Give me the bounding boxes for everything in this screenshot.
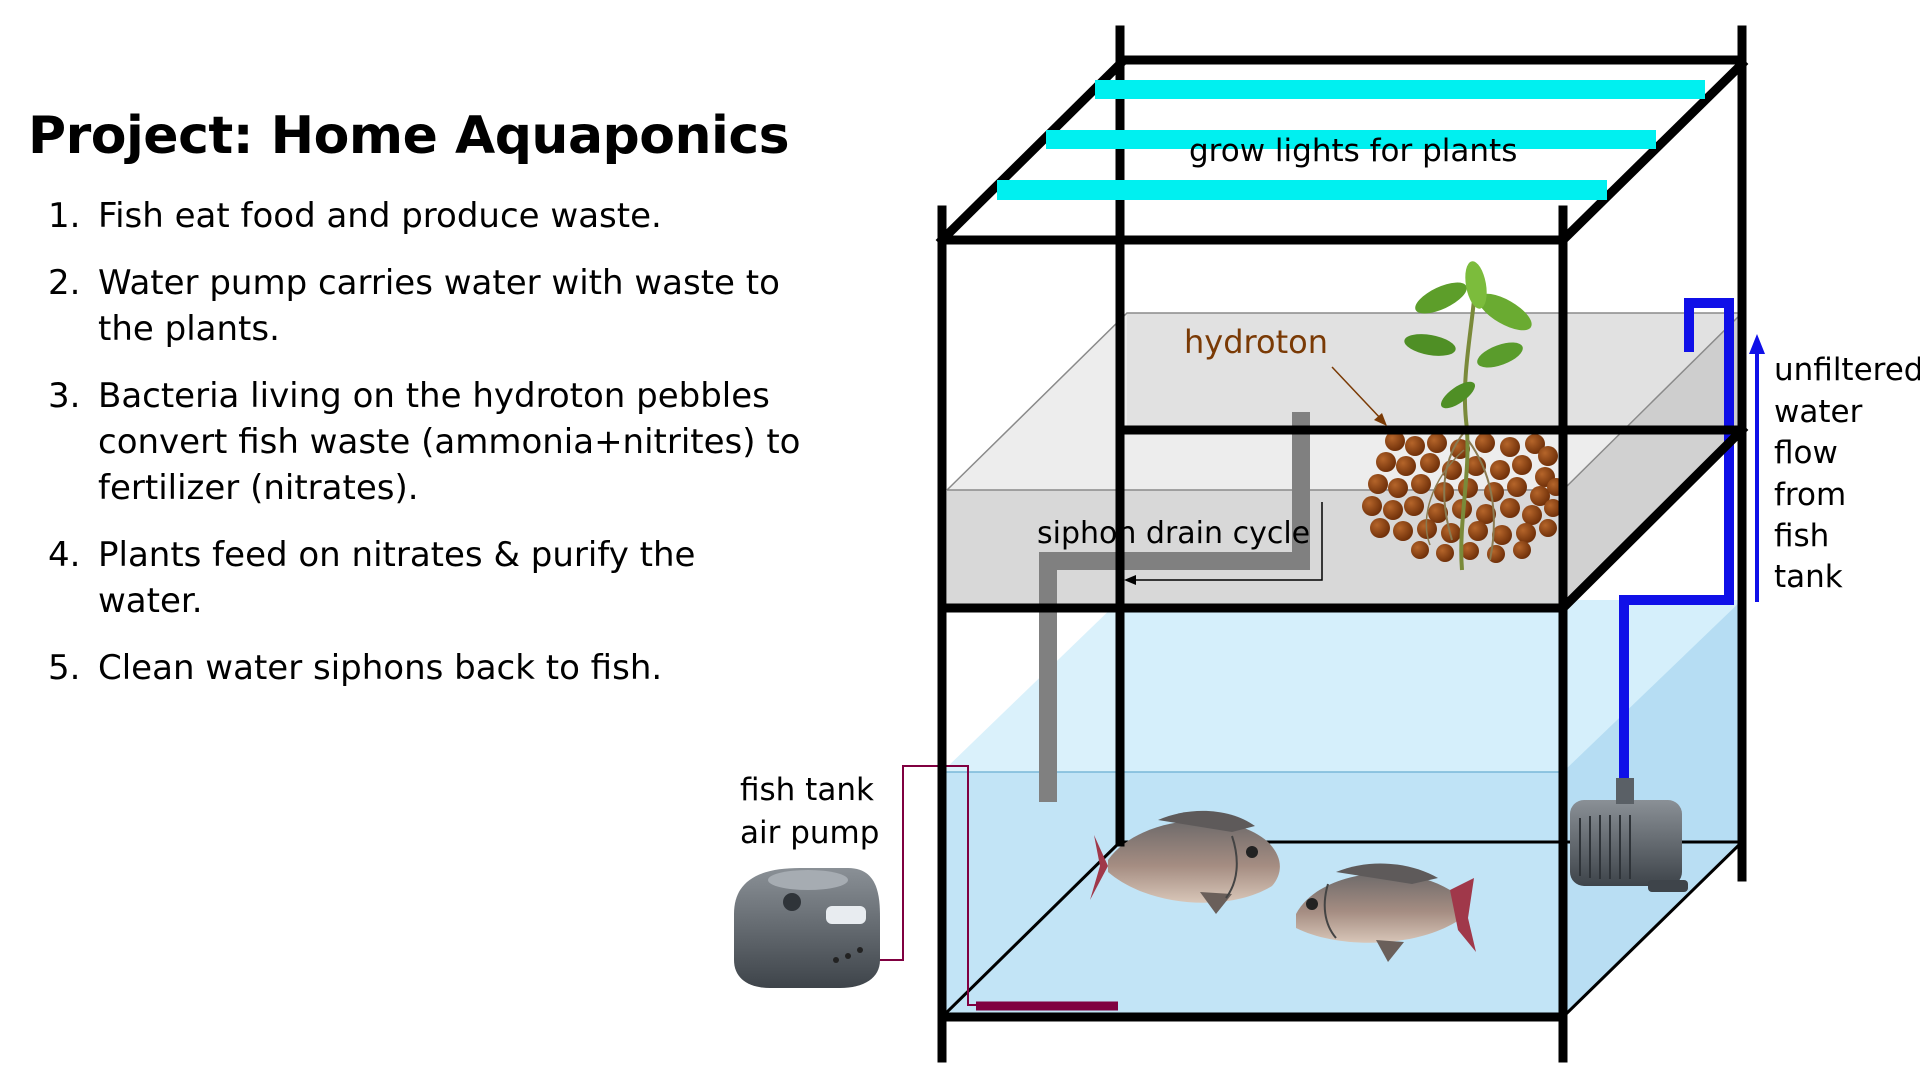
grow-bed-side-face <box>1563 313 1742 608</box>
step-text: Clean water siphons back to fish. <box>98 648 663 688</box>
air-pump-label-line: air pump <box>740 815 879 851</box>
step-number: 1. <box>48 196 81 236</box>
water-pump <box>1570 778 1688 892</box>
fish-1 <box>1090 810 1280 914</box>
page-title: Project: Home Aquaponics <box>28 106 790 166</box>
flow-label-line: tank <box>1774 559 1843 595</box>
step-number: 5. <box>48 648 81 688</box>
flow-label-line: from <box>1774 477 1846 513</box>
hydroton-label: hydroton <box>1184 323 1328 361</box>
siphon-flow-arrow <box>1132 502 1323 581</box>
step-item: 5. Clean water siphons back to fish. <box>48 645 808 691</box>
grow-bed-front-face <box>947 490 1563 608</box>
hydroton-pointer-line <box>1331 366 1383 421</box>
step-item: 3. Bacteria living on the hydroton pebbl… <box>48 373 808 511</box>
air-pump <box>734 868 880 988</box>
plant-seedling <box>1404 261 1532 571</box>
fish-2 <box>1296 863 1476 962</box>
hydroton-pointer-head <box>1374 413 1387 426</box>
pump-pipe <box>1619 298 1734 778</box>
flow-label-line: unfiltered <box>1774 352 1920 388</box>
step-number: 4. <box>48 535 81 575</box>
steps-list: 1. Fish eat food and produce waste. 2. W… <box>48 193 808 712</box>
fish-tank-water <box>940 600 1744 1019</box>
air-line <box>872 765 976 1006</box>
flow-label-line: water <box>1774 394 1863 430</box>
siphon-arrowhead <box>1124 575 1136 585</box>
tank-bottom-right-edge <box>1561 840 1744 1019</box>
grow-light-bar <box>1095 80 1705 99</box>
water-top-surface <box>942 600 1742 772</box>
flow-label-line: flow <box>1774 435 1838 471</box>
siphon-pipe <box>1039 412 1310 802</box>
air-pump-label-line: fish tank <box>740 772 874 808</box>
rack-frame <box>935 25 1749 1063</box>
flow-label: unfiltered water flow from fish tank <box>1774 352 1920 595</box>
siphon-label: siphon drain cycle <box>1037 516 1310 551</box>
step-text: Bacteria living on the hydroton pebbles … <box>98 376 801 508</box>
grow-light-bar <box>1046 130 1656 149</box>
step-number: 2. <box>48 263 81 303</box>
grow-lights <box>997 80 1705 200</box>
step-item: 1. Fish eat food and produce waste. <box>48 193 808 239</box>
step-text: Fish eat food and produce waste. <box>98 196 662 236</box>
hydroton-pebbles <box>1362 431 1565 563</box>
tank-bottom-left-edge <box>940 840 1122 1019</box>
flow-label-line: fish <box>1774 518 1829 554</box>
flow-arrow-head <box>1749 334 1765 354</box>
step-item: 2. Water pump carries water with waste t… <box>48 260 808 352</box>
air-pump-label: fish tank air pump <box>740 772 884 851</box>
step-text: Plants feed on nitrates & purify the wat… <box>98 535 696 621</box>
grow-light-bar <box>997 180 1607 200</box>
step-number: 3. <box>48 376 81 416</box>
step-text: Water pump carries water with waste to t… <box>98 263 780 349</box>
step-item: 4. Plants feed on nitrates & purify the … <box>48 532 808 624</box>
grow-lights-label: grow lights for plants <box>1189 133 1517 169</box>
